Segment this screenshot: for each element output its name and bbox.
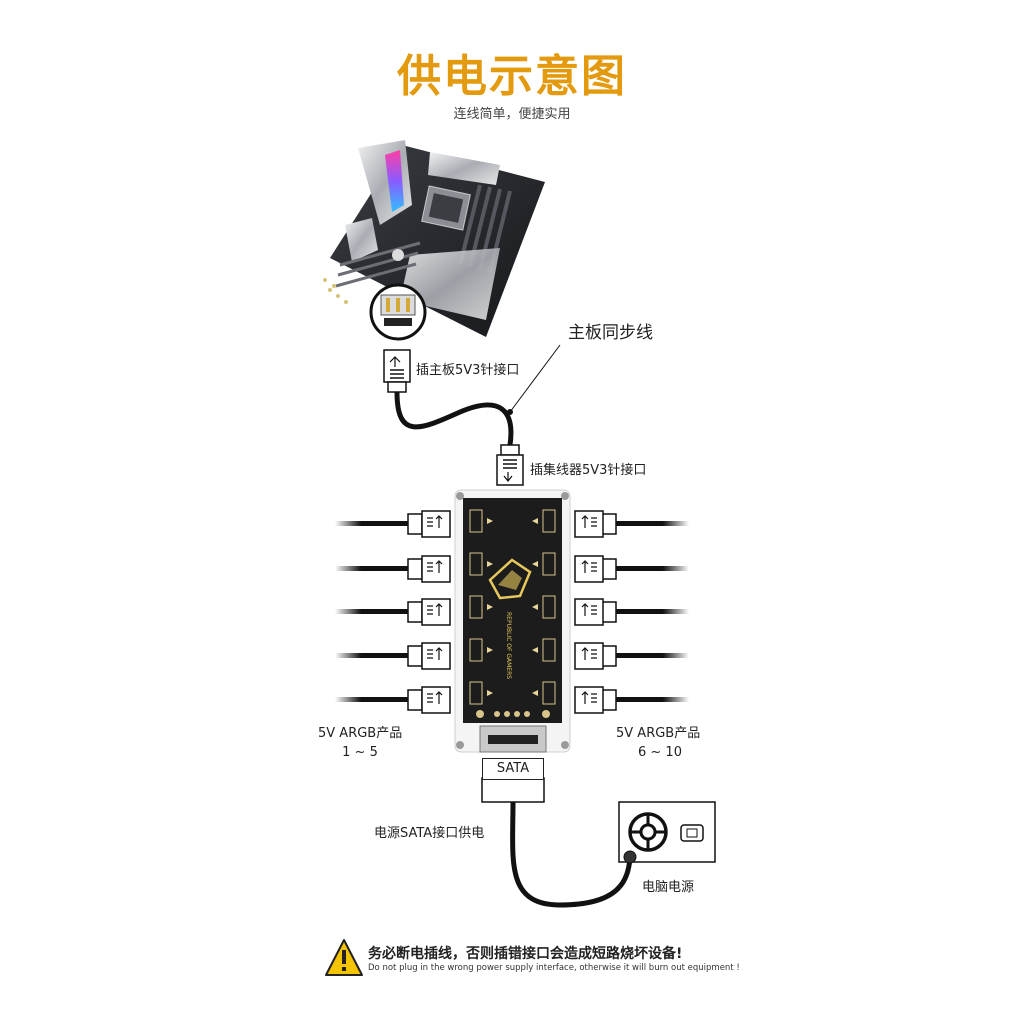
svg-text:REPUBLIC OF GAMERS: REPUBLIC OF GAMERS bbox=[505, 612, 512, 679]
sync-cable bbox=[383, 344, 561, 486]
warning-icon bbox=[325, 939, 363, 976]
motherboard-icon bbox=[323, 140, 545, 337]
sata-label: SATA bbox=[482, 758, 544, 780]
motherboard-header-zoom bbox=[369, 283, 427, 341]
left-products-label: 5V ARGB产品 bbox=[318, 726, 403, 741]
psu-label: 电脑电源 bbox=[642, 880, 695, 895]
right-products-label: 5V ARGB产品 bbox=[616, 726, 701, 741]
warning-text-en: Do not plug in the wrong power supply in… bbox=[368, 963, 740, 973]
mb-port-label: 插主板5V3针接口 bbox=[416, 363, 520, 378]
hub-board-icon: REPUBLIC OF GAMERS bbox=[454, 489, 571, 753]
right-range-label: 6 ~ 10 bbox=[638, 745, 682, 760]
left-range-label: 1 ~ 5 bbox=[342, 745, 378, 760]
warning-text-cn: 务必断电插线，否则插错接口会造成短路烧坏设备! bbox=[368, 946, 683, 962]
page-title: 供电示意图 bbox=[397, 51, 627, 102]
right-argb-connectors bbox=[574, 510, 689, 714]
sata-cable bbox=[481, 777, 633, 908]
hub-port-label: 插集线器5V3针接口 bbox=[530, 463, 647, 478]
page-subtitle: 连线简单，便捷实用 bbox=[453, 107, 571, 122]
power-supply-icon bbox=[618, 801, 716, 864]
psu-sata-label: 电源SATA接口供电 bbox=[374, 826, 485, 841]
sync-cable-label: 主板同步线 bbox=[568, 323, 653, 343]
left-argb-connectors bbox=[335, 510, 451, 714]
